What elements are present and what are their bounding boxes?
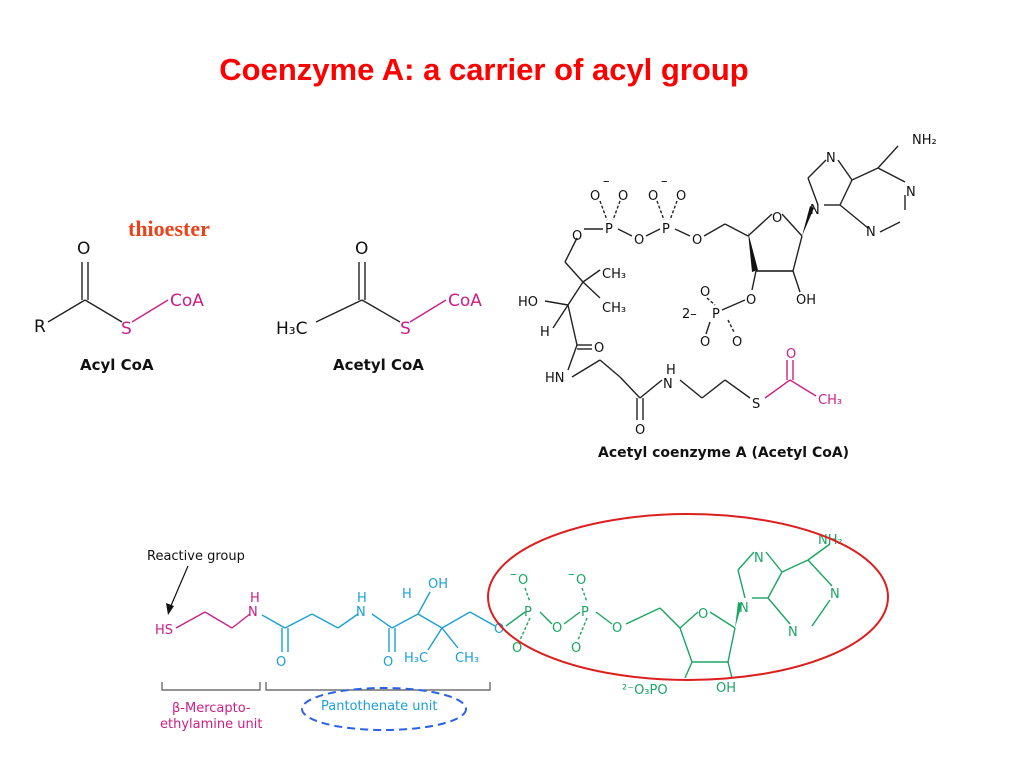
minus-2: – (568, 567, 575, 582)
full-h-2: H (666, 363, 676, 378)
acetyl-coa-full-structure: NH₂ N N N N O – – O O O O P P O O O CH₃ … (518, 133, 937, 461)
full-hn: HN (545, 371, 565, 386)
full-o-ester: O (572, 229, 582, 244)
full-acetyl-o: O (786, 347, 796, 362)
adenine-n9: N (739, 601, 749, 616)
full-c-o: O (594, 341, 604, 356)
full-o-3prime: O (746, 293, 756, 308)
full-p2: P (662, 222, 670, 237)
phosphate-o-2: O (576, 573, 586, 588)
slide-title: Coenzyme A: a carrier of acyl group (219, 52, 749, 87)
hs-group: HS (155, 623, 173, 638)
reactive-group-label: Reactive group (147, 549, 245, 564)
full-s: S (752, 397, 760, 412)
phosphate-o-4: O (571, 641, 581, 656)
full-o-a: O (590, 189, 600, 204)
full-o-p3-c: O (732, 335, 742, 350)
full-n-amide: N (663, 377, 673, 392)
full-minus-1: – (603, 174, 610, 189)
full-ch3-b: CH₃ (602, 301, 626, 316)
full-o-c: O (648, 189, 658, 204)
full-o-bridge: O (634, 233, 644, 248)
full-acetyl-ch3: CH₃ (818, 393, 842, 408)
full-n1: N (906, 185, 916, 200)
full-ch3-a: CH₃ (602, 267, 626, 282)
full-ring-o: O (772, 211, 782, 226)
acetyl-methyl: H₃C (276, 319, 307, 339)
methyl-ch3: CH₃ (455, 651, 479, 666)
phosphate-o-3: O (512, 641, 522, 656)
acyl-oxygen: O (77, 239, 90, 259)
acetyl-coa-small-caption: Acetyl CoA (333, 356, 424, 374)
full-o-amide: O (635, 423, 645, 438)
full-caption: Acetyl coenzyme A (Acetyl CoA) (598, 445, 849, 461)
full-minus-2: – (661, 174, 668, 189)
amide-o-2: O (383, 655, 393, 670)
acyl-coa-group: CoA (170, 291, 204, 311)
full-p3: P (712, 307, 720, 322)
mercapto-label-line1: β-Mercapto- (172, 701, 251, 716)
phosphate-o-1: O (518, 573, 528, 588)
methyl-h3c: H₃C (404, 651, 428, 666)
acetyl-coa-group: CoA (448, 291, 482, 311)
amide-n-2: N (356, 605, 366, 620)
acyl-r-group: R (34, 317, 46, 337)
bridge-o: O (552, 621, 562, 636)
chiral-h: H (402, 587, 412, 602)
full-p1: P (605, 222, 613, 237)
ribose-o: O (698, 607, 708, 622)
adenine-n1: N (830, 587, 840, 602)
acyl-coa-structure: O R S CoA Acyl CoA (34, 239, 204, 374)
acetyl-coa-small-structure: O H₃C S CoA Acetyl CoA (276, 239, 482, 374)
full-o-d: O (676, 189, 686, 204)
three-prime-phosphate: ²⁻O₃PO (622, 683, 668, 698)
full-n7: N (826, 151, 836, 166)
full-o-p3-b: O (700, 335, 710, 350)
full-n3: N (866, 225, 876, 240)
ester-o: O (494, 622, 504, 637)
full-n9: N (810, 203, 820, 218)
mercapto-label-line2: ethylamine unit (160, 717, 262, 732)
full-nh2: NH₂ (912, 133, 937, 148)
minus-1: – (510, 567, 517, 582)
phosphorus-1: P (524, 605, 532, 620)
pantothenate-dashed-ellipse (301, 687, 467, 731)
two-prime-oh: OH (716, 681, 736, 696)
full-two-minus: 2– (682, 307, 697, 322)
thioester-label: thioester (128, 216, 210, 241)
amide-h-1: H (250, 591, 260, 606)
full-ho: HO (518, 295, 538, 310)
acyl-coa-caption: Acyl CoA (80, 356, 154, 374)
acyl-sulfur: S (121, 319, 132, 339)
adenine-n7: N (754, 551, 764, 566)
amide-n-1: N (248, 605, 258, 620)
full-o-5prime: O (692, 233, 702, 248)
full-o-p3-a: O (700, 285, 710, 300)
pantothenate-label: Pantothenate unit (321, 699, 437, 714)
acetyl-oxygen: O (355, 239, 368, 259)
acetyl-sulfur: S (400, 319, 411, 339)
adp-highlight-ellipse (487, 513, 889, 681)
full-oh: OH (796, 293, 816, 308)
amide-o-1: O (276, 655, 286, 670)
full-h: H (540, 325, 550, 340)
amide-h-2: H (357, 591, 367, 606)
five-prime-o: O (612, 621, 622, 636)
hydroxyl-oh: OH (428, 577, 448, 592)
coa-colored-structure: Reactive group HS H N H N O O H OH H₃C (147, 513, 889, 732)
adenine-n3: N (788, 625, 798, 640)
phosphorus-2: P (581, 605, 589, 620)
full-o-b: O (618, 189, 628, 204)
